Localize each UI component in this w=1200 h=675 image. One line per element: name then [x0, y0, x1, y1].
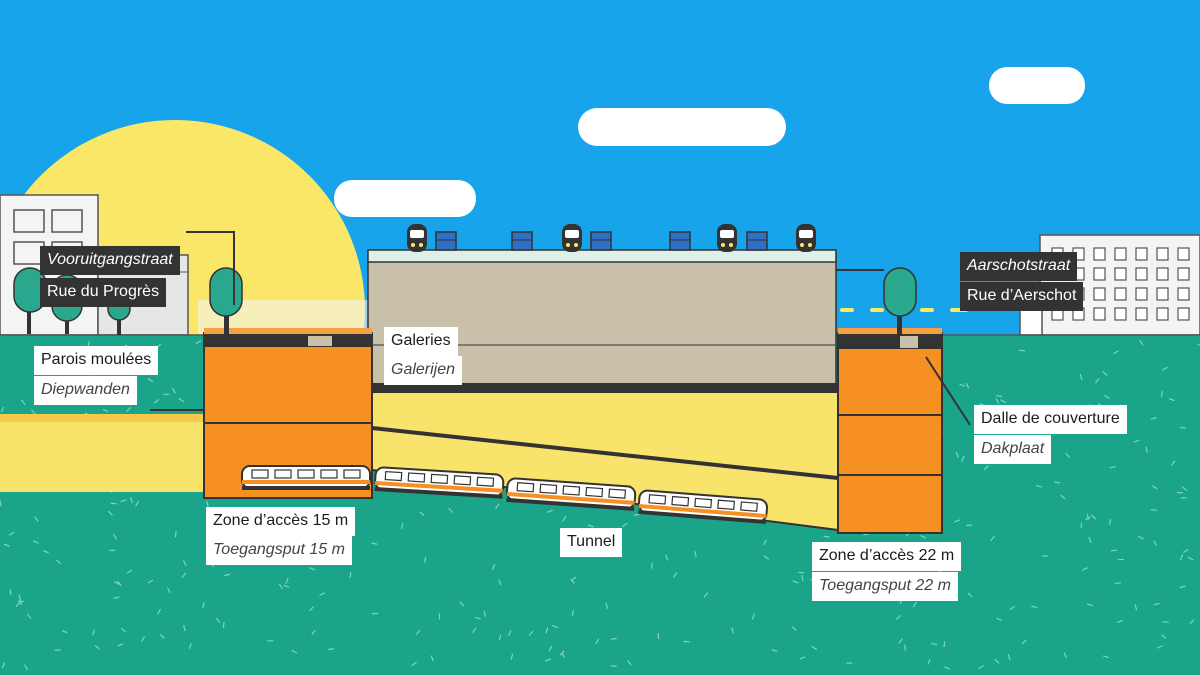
- cover-slab-left-hole: [308, 336, 332, 346]
- train-front-icon: [407, 224, 427, 252]
- building-windows: [1051, 247, 1190, 321]
- gallery-bottom-slab: [372, 383, 838, 393]
- label-access15-fr: Zone d’accès 15 m: [206, 507, 356, 536]
- shaft-15-top-strip: [204, 328, 372, 334]
- tree-icon: [13, 267, 47, 334]
- platform-deck: [367, 249, 837, 263]
- train-front-icon: [562, 224, 582, 252]
- cover-slab-right-hole: [900, 336, 918, 348]
- label-access22-fr: Zone d’accès 22 m: [812, 542, 962, 571]
- cover-slab-right: [838, 333, 942, 349]
- access-shaft-22: [837, 332, 943, 534]
- label-access22-nl: Toegangsput 22 m: [812, 572, 958, 601]
- label-tunnel: Tunnel: [560, 528, 623, 557]
- label-slab-fr: Dalle de couverture: [974, 405, 1127, 434]
- street-label-left-fr: Rue du Progrès: [40, 278, 167, 307]
- street-label-left-nl: Vooruitgangstraat: [40, 246, 180, 275]
- platform-bench-icon: [746, 231, 768, 251]
- train-front-icon: [796, 224, 816, 252]
- platform-bench-icon: [511, 231, 533, 251]
- street-label-right-nl: Aarschotstraat: [960, 252, 1078, 281]
- label-walls-nl: Diepwanden: [34, 376, 137, 405]
- train-icon: [241, 465, 769, 524]
- platform-bench-icon: [435, 231, 457, 251]
- train-front-icon: [717, 224, 737, 252]
- platform-bench-icon: [590, 231, 612, 251]
- sand-layer-left: [0, 422, 206, 492]
- tunnel-slope-line: [371, 426, 839, 480]
- cloud-icon: [334, 67, 1085, 217]
- tree-icon: [883, 267, 917, 334]
- sand-stripe-left: [0, 414, 206, 422]
- leader-lines: [150, 231, 971, 426]
- label-access15-nl: Toegangsput 15 m: [206, 536, 352, 565]
- platform-deck-items: [407, 224, 816, 252]
- platform-bench-icon: [669, 231, 691, 251]
- label-walls-fr: Parois moulées: [34, 346, 159, 375]
- label-galleries-nl: Galerijen: [384, 356, 463, 385]
- label-slab-nl: Dakplaat: [974, 435, 1052, 464]
- shaft-22-top-strip: [838, 328, 942, 334]
- label-galleries-fr: Galeries: [384, 327, 458, 356]
- street-label-right-fr: Rue d’Aerschot: [960, 282, 1084, 311]
- cover-slab-left: [204, 333, 372, 347]
